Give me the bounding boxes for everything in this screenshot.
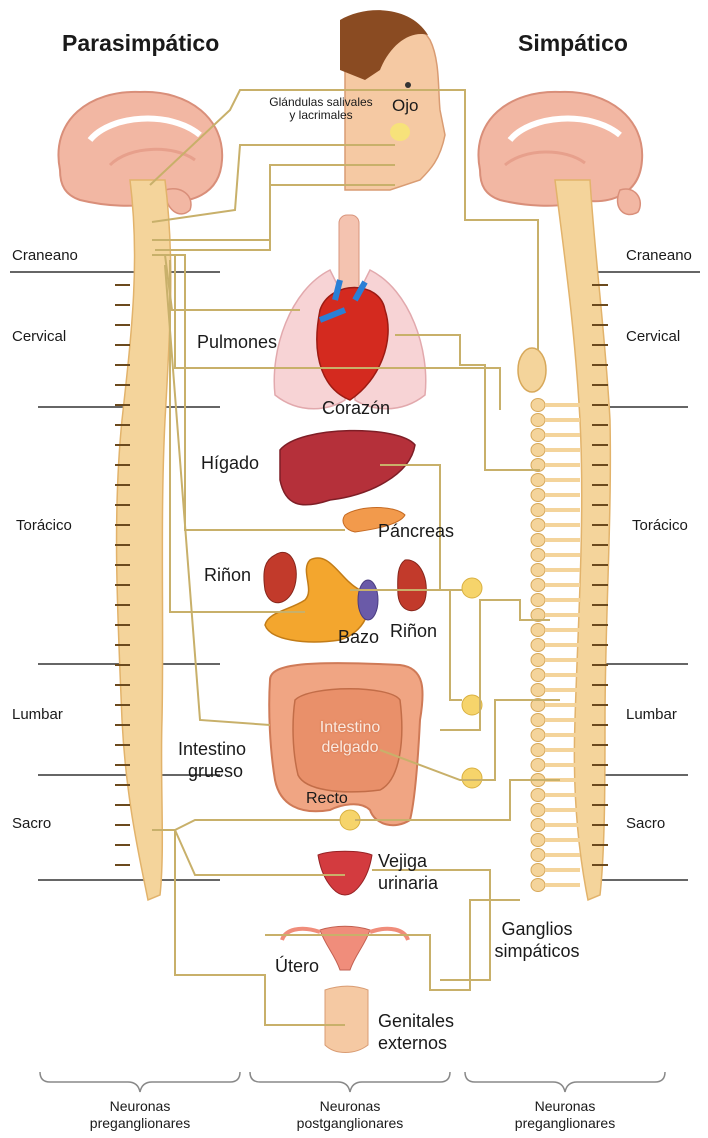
sympathetic-ganglion-bead — [531, 669, 545, 682]
footer-left-line2: preganglionares — [40, 1115, 240, 1132]
ganglios-line1: Ganglios — [482, 918, 592, 940]
sympathetic-ganglion-bead — [531, 729, 545, 742]
left-kidney — [264, 552, 296, 602]
intestino-grueso-label: Intestino grueso — [178, 738, 246, 782]
region-lumbar-left: Lumbar — [12, 706, 63, 723]
footer-right-line2: preganglionares — [465, 1115, 665, 1132]
region-cervical-left: Cervical — [12, 328, 66, 345]
external-genitals — [325, 986, 368, 1052]
genitales-line2: externos — [378, 1032, 454, 1054]
parasympathetic-title: Parasimpático — [62, 30, 219, 57]
intestino-grueso-line1: Intestino — [178, 738, 246, 760]
footer-braces — [40, 1072, 665, 1092]
rinon-right-label: Riñon — [390, 620, 437, 642]
sympathetic-ganglion-bead — [531, 639, 545, 652]
sympathetic-ganglion-bead — [531, 624, 545, 637]
sympathetic-ganglion-bead — [531, 879, 545, 892]
sympathetic-ganglion-bead — [531, 534, 545, 547]
liver — [280, 431, 415, 505]
sympathetic-ganglion-bead — [531, 519, 545, 532]
intestino-grueso-line2: grueso — [178, 760, 246, 782]
ganglios-label: Ganglios simpáticos — [482, 918, 592, 962]
intestino-delgado-line1: Intestino — [300, 718, 400, 738]
sympathetic-ganglion-bead — [531, 564, 545, 577]
intestino-delgado-label: Intestino delgado — [300, 718, 400, 758]
genitales-label: Genitales externos — [378, 1010, 454, 1054]
sympathetic-ganglion-bead — [531, 804, 545, 817]
footer-right-line1: Neuronas — [465, 1098, 665, 1115]
sympathetic-ganglion-bead — [531, 744, 545, 757]
footer-middle: Neuronas postganglionares — [250, 1098, 450, 1132]
sympathetic-ganglion-bead — [531, 849, 545, 862]
sympathetic-ganglion-bead — [531, 549, 545, 562]
footer-middle-line2: postganglionares — [250, 1115, 450, 1132]
footer-left-line1: Neuronas — [40, 1098, 240, 1115]
sympathetic-ganglion-bead — [531, 714, 545, 727]
bladder — [318, 851, 372, 895]
footer-middle-line1: Neuronas — [250, 1098, 450, 1115]
region-sacro-left: Sacro — [12, 815, 51, 832]
sympathetic-ganglion-bead — [531, 654, 545, 667]
region-lumbar-right: Lumbar — [626, 706, 677, 723]
glandulas-label-line2: y lacrimales — [256, 109, 386, 122]
genitales-line1: Genitales — [378, 1010, 454, 1032]
region-toracico-right: Torácico — [632, 517, 688, 534]
sympathetic-ganglion-bead — [531, 789, 545, 802]
sympathetic-title: Simpático — [518, 30, 628, 57]
sympathetic-ganglion-bead — [531, 489, 545, 502]
sympathetic-ganglion-bead — [531, 429, 545, 442]
glandulas-label: Glándulas salivales y lacrimales — [256, 96, 386, 122]
recto-label: Recto — [306, 788, 348, 810]
sympathetic-ganglion-bead — [531, 579, 545, 592]
right-kidney — [398, 560, 427, 611]
region-craneano-right: Craneano — [626, 247, 692, 264]
region-toracico-left: Torácico — [16, 517, 72, 534]
region-craneano-left: Craneano — [12, 247, 78, 264]
sympathetic-ganglion-bead — [531, 474, 545, 487]
sympathetic-ganglion-bead — [531, 759, 545, 772]
left-spinal-cord — [115, 180, 171, 900]
pancreas-label: Páncreas — [378, 520, 454, 542]
sympathetic-ganglion-bead — [531, 594, 545, 607]
utero-label: Útero — [275, 955, 319, 977]
sympathetic-ganglion-bead — [531, 504, 545, 517]
pulmones-label: Pulmones — [197, 331, 277, 353]
intestino-delgado-line2: delgado — [300, 738, 400, 758]
region-sacro-right: Sacro — [626, 815, 665, 832]
sympathetic-ganglion-bead — [531, 819, 545, 832]
sympathetic-ganglion-bead — [531, 414, 545, 427]
sympathetic-ganglion-bead — [531, 444, 545, 457]
rinon-left-label: Riñon — [204, 564, 251, 586]
ganglios-line2: simpáticos — [482, 940, 592, 962]
corazon-label: Corazón — [322, 397, 390, 419]
higado-label: Hígado — [201, 452, 259, 474]
bazo-label: Bazo — [338, 626, 379, 648]
region-cervical-right: Cervical — [626, 328, 680, 345]
ojo-label: Ojo — [392, 95, 418, 117]
vejiga-label: Vejiga urinaria — [378, 850, 438, 894]
sympathetic-ganglion-bead — [531, 399, 545, 412]
vejiga-line1: Vejiga — [378, 850, 438, 872]
footer-left: Neuronas preganglionares — [40, 1098, 240, 1132]
sympathetic-ganglion-bead — [531, 684, 545, 697]
spleen — [358, 580, 378, 620]
sympathetic-ganglion-bead — [531, 834, 545, 847]
sympathetic-ganglion-bead — [531, 864, 545, 877]
footer-right: Neuronas preganglionares — [465, 1098, 665, 1132]
vejiga-line2: urinaria — [378, 872, 438, 894]
